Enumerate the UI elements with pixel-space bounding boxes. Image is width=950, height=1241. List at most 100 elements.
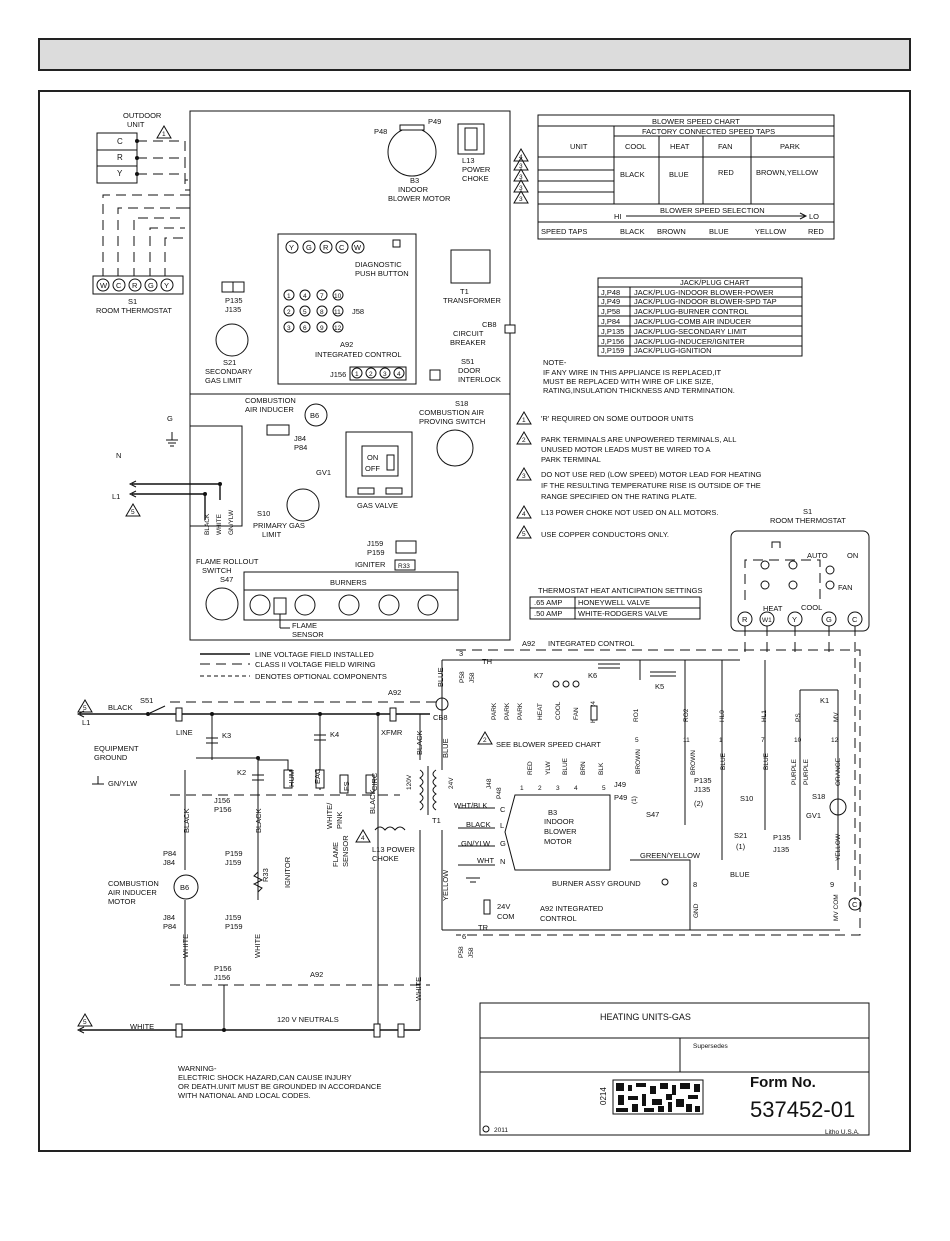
- white-pink-label: WHITE/: [325, 802, 334, 829]
- thermostat-terminal-g: G: [148, 281, 154, 290]
- svg-text:P84: P84: [163, 922, 176, 931]
- note-5-text: USE COPPER CONDUCTORS ONLY.: [541, 530, 669, 539]
- svg-text:WITH NATIONAL AND LOCAL CODES.: WITH NATIONAL AND LOCAL CODES.: [178, 1091, 311, 1100]
- gas-limit-label: GAS LIMIT: [205, 376, 243, 385]
- svg-text:12: 12: [831, 737, 839, 744]
- svg-text:J,P135: J,P135: [601, 327, 624, 336]
- form-label: Form No.: [750, 1074, 816, 1091]
- svg-text:2: 2: [538, 785, 542, 792]
- integrated-control-label: INTEGRATED CONTROL: [315, 350, 402, 359]
- svg-text:(1): (1): [736, 842, 746, 851]
- tap-black: BLACK: [620, 227, 645, 236]
- svg-text:P58: P58: [458, 946, 465, 958]
- svg-text:1: 1: [520, 785, 524, 792]
- note-1-text: 'R' REQUIRED ON SOME OUTDOOR UNITS: [541, 414, 693, 423]
- ctrl-terminal-c: C: [339, 243, 345, 252]
- svg-text:PS: PS: [795, 713, 802, 722]
- svg-text:3: 3: [519, 174, 523, 181]
- svg-text:RO1: RO1: [633, 708, 640, 722]
- note-1-triangle: [156, 125, 172, 139]
- svg-text:2: 2: [287, 309, 291, 316]
- pink-label: PINK: [335, 811, 344, 829]
- supersedes-label: Supersedes: [693, 1043, 728, 1050]
- j159-label: J159: [367, 539, 383, 548]
- gas-valve-on: ON: [367, 453, 378, 462]
- flame-sensor-label-2: SENSOR: [341, 835, 350, 867]
- svg-text:JACK/PLUG-IGNITION: JACK/PLUG-IGNITION: [634, 346, 712, 355]
- svg-text:IF THE RESULTING TEMPERATURE R: IF THE RESULTING TEMPERATURE RISE IS OUT…: [541, 481, 761, 490]
- svg-text:K4: K4: [330, 730, 339, 739]
- svg-text:24V: 24V: [448, 777, 455, 789]
- svg-text:PARK: PARK: [517, 702, 524, 720]
- burners-label: BURNERS: [330, 578, 367, 587]
- flame-sensor-symbol: [273, 597, 287, 615]
- wire-gnylw: GN/YLW: [228, 509, 235, 535]
- combustion-motor-label-3: MOTOR: [108, 897, 136, 906]
- flame-label: FLAME: [292, 621, 317, 630]
- svg-text:3: 3: [519, 163, 523, 170]
- svg-text:JACK/PLUG-BURNER CONTROL: JACK/PLUG-BURNER CONTROL: [634, 307, 749, 316]
- s18-label: S18: [455, 399, 468, 408]
- svg-text:J,P49: J,P49: [601, 297, 620, 306]
- p48-label: P48: [374, 127, 387, 136]
- combustion-label: COMBUSTION: [245, 396, 296, 405]
- svg-text:JACK/PLUG-COMB AIR INDUCER: JACK/PLUG-COMB AIR INDUCER: [634, 317, 752, 326]
- svg-text:4: 4: [361, 835, 365, 842]
- svg-text:B6: B6: [180, 883, 189, 892]
- svg-text:OR DEATH.UNIT MUST BE GROUNDED: OR DEATH.UNIT MUST BE GROUNDED IN ACCORD…: [178, 1082, 381, 1091]
- breaker-label: BREAKER: [450, 338, 486, 347]
- svg-text:S21: S21: [734, 831, 747, 840]
- svg-text:BLUE: BLUE: [441, 738, 450, 758]
- svg-text:MV: MV: [833, 712, 840, 722]
- svg-text:12: 12: [334, 325, 342, 332]
- b3-label: B3: [410, 176, 419, 185]
- svg-text:P159: P159: [225, 849, 243, 858]
- note-1-num: 1: [162, 131, 166, 138]
- control-panel: P48 P49 B3 INDOOR BLOWER MOTOR L13 POWER…: [112, 110, 529, 641]
- svg-text:RED: RED: [527, 761, 534, 775]
- svg-text:BLUE: BLUE: [763, 752, 770, 770]
- secondary-gas-limit-symbol: [215, 323, 249, 357]
- svg-text:S1: S1: [803, 507, 812, 516]
- svg-text:G: G: [500, 839, 506, 848]
- svg-text:BLACK: BLACK: [254, 808, 263, 833]
- svg-text:1: 1: [719, 737, 723, 744]
- schematic: 5 L1 BLACK S51 LINE A92 XFMR K3 K4 EAC K…: [76, 639, 862, 1038]
- svg-text:J159: J159: [225, 858, 241, 867]
- svg-text:WHITE: WHITE: [253, 934, 262, 958]
- svg-text:SEE BLOWER SPEED CHART: SEE BLOWER SPEED CHART: [496, 740, 601, 749]
- form-code: 0214: [599, 1087, 608, 1105]
- svg-text:J48: J48: [486, 778, 493, 789]
- l1-label: L1: [112, 492, 120, 501]
- svg-text:Y: Y: [792, 615, 797, 624]
- legend-optional: DENOTES OPTIONAL COMPONENTS: [255, 672, 387, 681]
- svg-text:J156: J156: [214, 973, 230, 982]
- svg-text:WHITE: WHITE: [414, 977, 423, 1001]
- svg-text:HEAT: HEAT: [537, 703, 544, 720]
- svg-text:GN/YLW: GN/YLW: [108, 779, 138, 788]
- svg-text:J49: J49: [614, 780, 626, 789]
- combustion-inducer-symbol: [304, 403, 328, 427]
- svg-text:PURPLE: PURPLE: [803, 758, 810, 785]
- hi-label: HI: [614, 212, 622, 221]
- svg-text:A92: A92: [310, 970, 323, 979]
- svg-text:120 V NEUTRALS: 120 V NEUTRALS: [277, 1015, 339, 1024]
- svg-text:1: 1: [287, 293, 291, 300]
- svg-text:P159: P159: [225, 922, 243, 931]
- svg-text:2: 2: [483, 737, 487, 744]
- blower-selection-label: BLOWER SPEED SELECTION: [660, 206, 765, 215]
- svg-text:GREEN/YELLOW: GREEN/YELLOW: [640, 851, 701, 860]
- svg-text:.65 AMP: .65 AMP: [534, 598, 562, 607]
- svg-text:J58: J58: [468, 947, 475, 958]
- svg-text:TR: TR: [478, 923, 489, 932]
- svg-text:HEAT: HEAT: [763, 604, 783, 613]
- switch-label: SWITCH: [202, 566, 232, 575]
- svg-text:7: 7: [320, 293, 324, 300]
- svg-text:J,P58: J,P58: [601, 307, 620, 316]
- note-2-text: PARK TERMINALS ARE UNPOWERED TERMINALS, …: [541, 435, 736, 444]
- sensor-label: SENSOR: [292, 630, 324, 639]
- anticipation-title: THERMOSTAT HEAT ANTICIPATION SETTINGS: [538, 586, 702, 595]
- ground-label: GROUND: [94, 753, 128, 762]
- tap-yellow: YELLOW: [755, 227, 787, 236]
- svg-text:J135: J135: [773, 845, 789, 854]
